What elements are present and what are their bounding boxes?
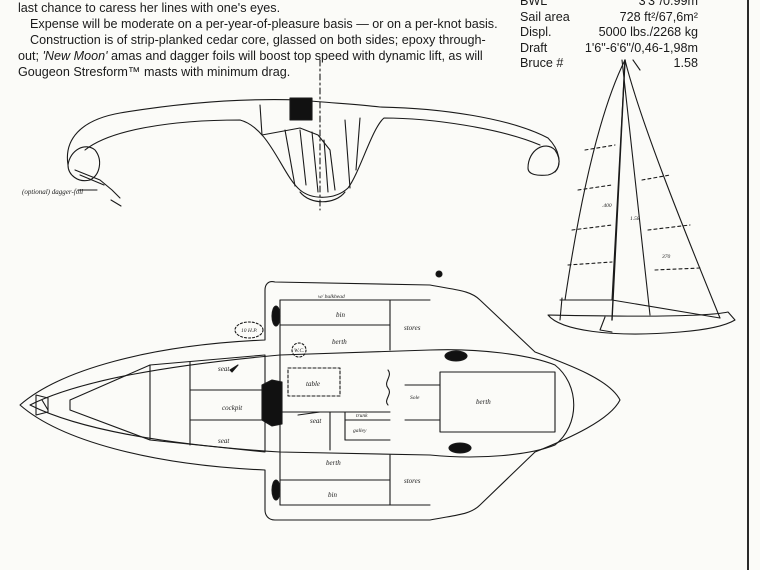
- plan-drawing: [19, 270, 621, 521]
- trunk-label: trunk: [356, 413, 368, 419]
- text-line-1: last chance to caress her lines with one…: [18, 1, 281, 15]
- bin-top-label: bin: [336, 311, 345, 319]
- spec-table: BWL 3'3"/0.99m Sail area 728 ft²/67,6m² Di…: [520, 0, 698, 72]
- galley-label: galley: [353, 428, 367, 434]
- spec-row: Draft 1'6"-6'6"/0,46-1,98m: [520, 41, 698, 57]
- bulkhead-label: w/ bulkhead: [318, 294, 345, 300]
- seat-top-label: seat: [218, 365, 230, 373]
- text-line-5: Gougeon Stresform™ masts with minimum dr…: [18, 65, 291, 79]
- seat-mid-label: seat: [310, 417, 322, 425]
- spec-label: Draft: [520, 40, 548, 55]
- table-outline: [287, 367, 341, 397]
- berth-forward-label: berth: [476, 398, 491, 406]
- wc-label: W.C.: [294, 348, 305, 354]
- boat-name: 'New Moon': [42, 49, 108, 63]
- spec-row: Sail area 728 ft²/67,6m²: [520, 10, 698, 26]
- spec-value: 1.58: [673, 56, 698, 70]
- sail-plan-drawing: [547, 59, 736, 335]
- spec-label: Bruce #: [520, 56, 564, 70]
- rig-label-c: 370: [661, 254, 671, 260]
- seat-bottom-label: seat: [218, 437, 230, 445]
- text-line-4: out; 'New Moon' amas and dagger foils wi…: [18, 48, 508, 64]
- sole-label: Sole: [410, 395, 420, 401]
- spec-label: Sail area: [520, 9, 570, 24]
- spec-value: 5000 lbs./2268 kg: [598, 25, 698, 39]
- berth-bottom-label: berth: [326, 459, 341, 467]
- text-line-2: Expense will be moderate on a per-year-o…: [30, 17, 498, 31]
- spec-row: Displ. 5000 lbs./2268 kg: [520, 25, 698, 41]
- section-hatch-block: [289, 97, 313, 121]
- spec-value: 1'6"-6'6"/0,46-1,98m: [584, 40, 698, 55]
- spec-value: 728 ft²/67,6m²: [619, 9, 698, 24]
- stores-top-label: stores: [404, 324, 421, 332]
- berth-forward-outline: [439, 371, 556, 433]
- text-line-4-post: amas and dagger foils will boost top spe…: [107, 49, 483, 63]
- rig-label-a: .400: [602, 202, 612, 209]
- description-text: last chance to caress her lines with one…: [18, 0, 508, 80]
- spec-row: Bruce # 1.58: [520, 56, 698, 72]
- hp-label: 10 H.P.: [241, 328, 257, 334]
- spec-label: BWL: [520, 0, 548, 8]
- spec-value: 3'3"/0.99m: [638, 0, 698, 8]
- rig-label-b: 1.58: [630, 216, 640, 222]
- text-line-3: Construction is of strip-planked cedar c…: [30, 33, 486, 47]
- table-label: table: [306, 380, 320, 388]
- section-drawing: [66, 59, 560, 211]
- stores-bottom-label: stores: [404, 477, 421, 485]
- cockpit-label: cockpit: [222, 404, 243, 412]
- spec-label: Displ.: [520, 25, 552, 39]
- dagger-foil-label: (optional) dagger-foil: [22, 188, 83, 196]
- berth-top-label: berth: [332, 338, 347, 346]
- page-edge-rule: [747, 0, 749, 570]
- bin-bottom-label: bin: [328, 491, 337, 499]
- text-line-4-pre: out;: [18, 49, 43, 63]
- spec-row: BWL 3'3"/0.99m: [520, 0, 698, 10]
